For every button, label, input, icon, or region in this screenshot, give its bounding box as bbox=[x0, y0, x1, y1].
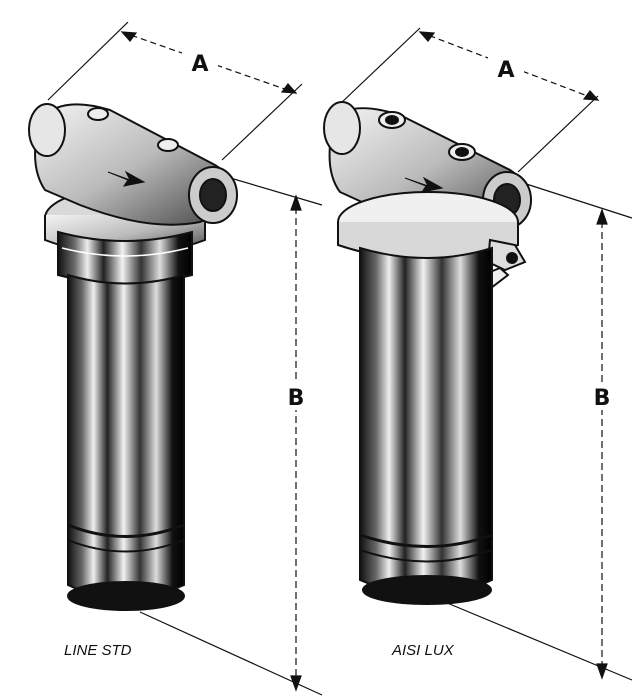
filter-bowl-right bbox=[359, 246, 493, 605]
dimension-b-right bbox=[439, 181, 633, 681]
filter-bowl-left bbox=[67, 273, 185, 611]
aisi-lux-filter: A B bbox=[323, 27, 633, 681]
line-std-filter: A B bbox=[28, 21, 323, 696]
dimension-label-a-left: A bbox=[191, 52, 208, 77]
caption-aisi-lux: AISI LUX bbox=[392, 642, 454, 659]
dimension-label-a-right: A bbox=[497, 58, 514, 83]
dimension-label-b-left: B bbox=[288, 386, 305, 411]
caption-line-std: LINE STD bbox=[64, 642, 132, 659]
dimension-label-b-right: B bbox=[594, 386, 611, 411]
